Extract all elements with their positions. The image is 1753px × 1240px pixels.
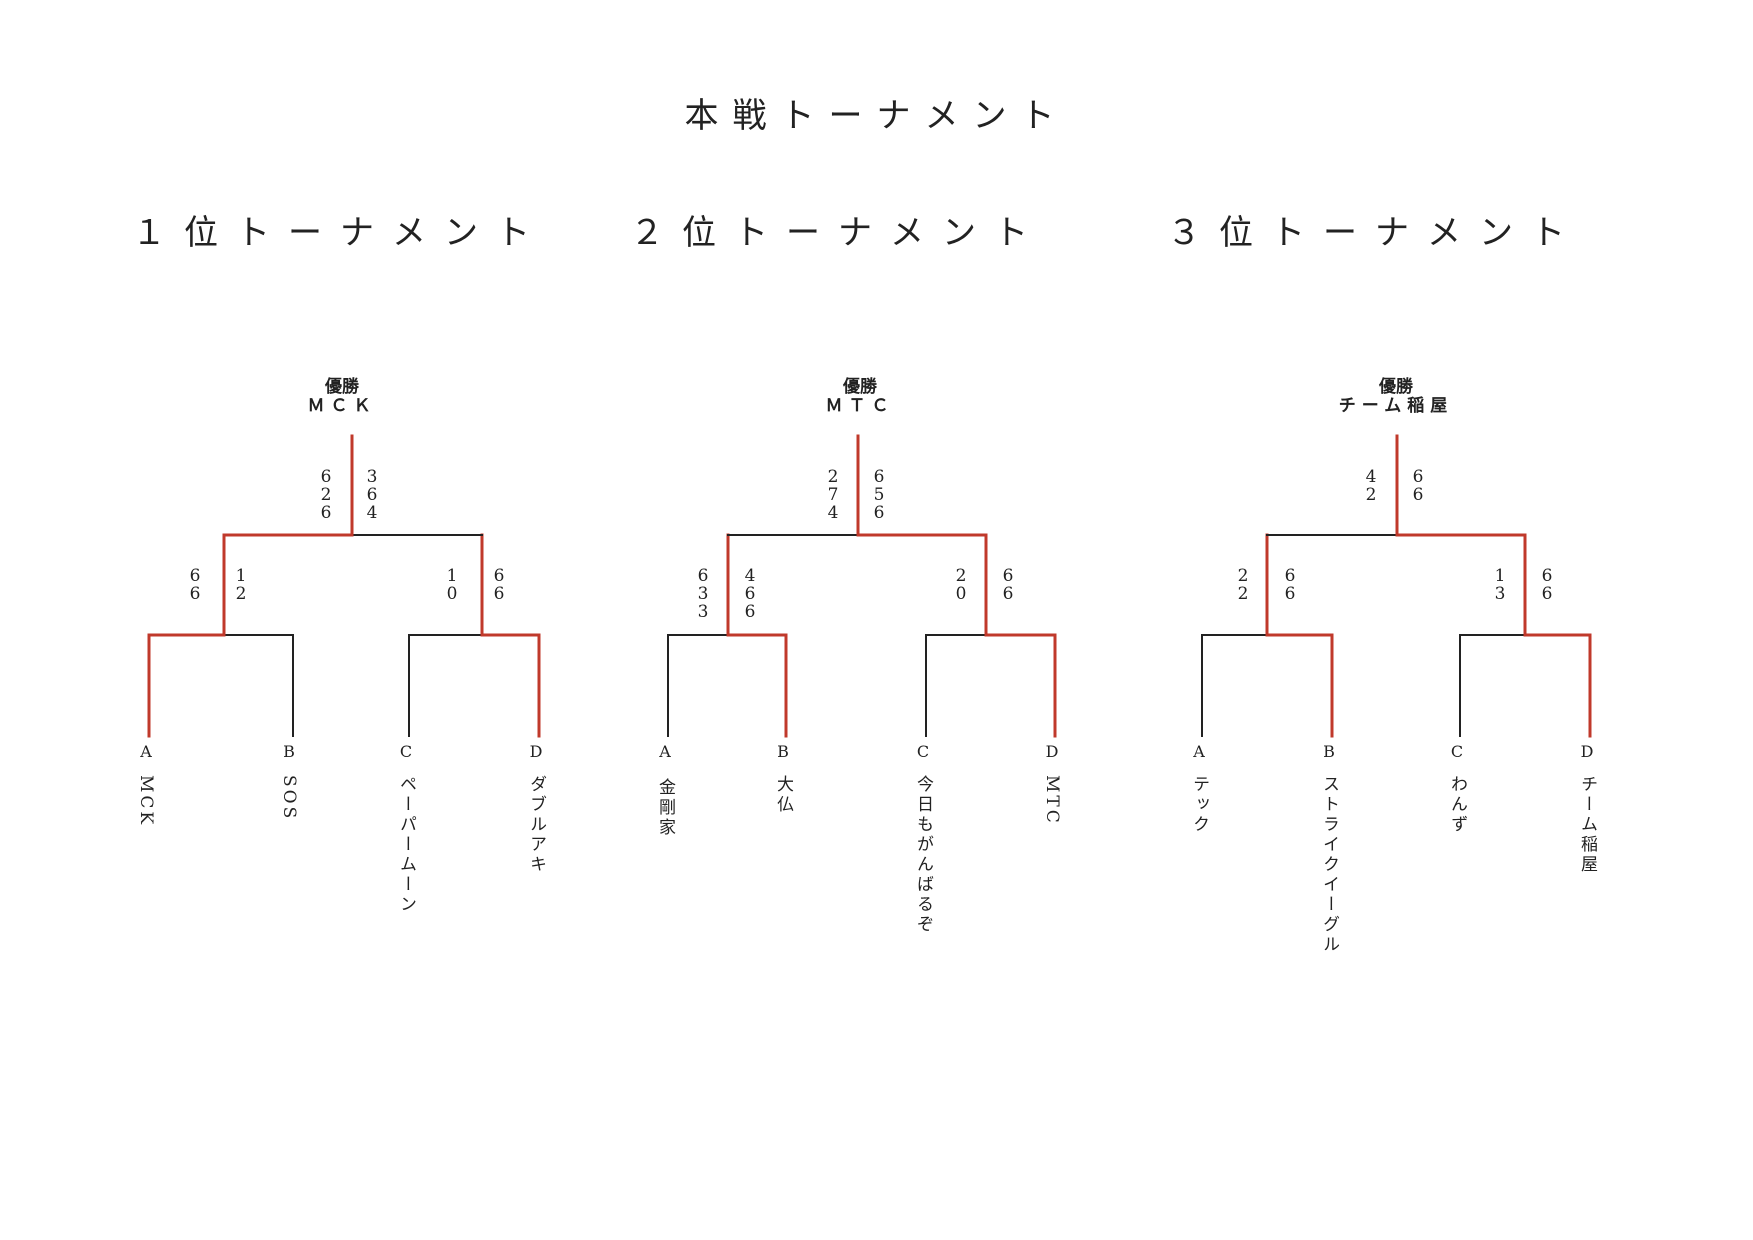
tournament-1-semi-left-score-b: 1 2 <box>235 566 247 604</box>
tournament-1-seed-a: A <box>140 742 152 761</box>
tournament-2-seed-a: A <box>659 742 671 761</box>
tournament-3-seed-d: D <box>1580 742 1594 761</box>
tournament-3-team-c: わんず <box>1447 775 1467 835</box>
tournament-3-seed-b: B <box>1323 742 1335 761</box>
tournament-3-team-a: テック <box>1189 775 1209 835</box>
tournament-3-semi-left-score-a: 2 2 <box>1237 566 1249 604</box>
tournament-2-team-b: 大仏 <box>773 775 793 815</box>
tournament-2-seed-c: C <box>916 742 930 761</box>
tournament-3-seed-a: A <box>1193 742 1205 761</box>
tournament-1-winner-name: ＭＣＫ <box>307 396 377 416</box>
tournament-1-seed-d: D <box>529 742 543 761</box>
tournament-2-semi-right-score-d: 6 6 <box>1002 566 1014 604</box>
tournament-2-title: ２位トーナメント <box>630 213 1046 253</box>
tournament-2-semi-right-score-c: 2 0 <box>955 566 967 604</box>
tournament-2-winner-name: ＭＴＣ <box>825 396 895 416</box>
tournament-3-winner-label: 優勝 <box>1379 377 1413 397</box>
tournament-2-final-score-right: 6 5 6 <box>873 467 885 523</box>
tournament-3-semi-left-score-b: 6 6 <box>1284 566 1296 604</box>
tournament-2-team-c: 今日もがんばるぞ <box>913 775 933 935</box>
tournament-1-team-a: MCK <box>136 775 156 828</box>
tournament-1-semi-right-score-c: 1 0 <box>446 566 458 604</box>
tournament-2-final-score-left: 2 7 4 <box>827 467 839 523</box>
page-title: 本戦トーナメント <box>684 96 1069 136</box>
tournament-3-final-score-right: 6 6 <box>1412 467 1424 505</box>
tournament-2-seed-d: D <box>1045 742 1059 761</box>
tournament-1-team-d: ダブルアキ <box>526 775 546 875</box>
tournament-1-final-score-right: 3 6 4 <box>366 467 378 523</box>
tournament-1-team-b: SOS <box>279 775 299 822</box>
tournament-3-title: ３位トーナメント <box>1167 213 1583 253</box>
tournament-1-team-c: ペーパームーン <box>396 775 416 915</box>
tournament-2-team-d: MTC <box>1042 775 1062 826</box>
tournament-1-seed-c: C <box>399 742 413 761</box>
tournament-1-final-score-left: 6 2 6 <box>320 467 332 523</box>
tournament-3-winner-name: チーム稲屋 <box>1338 396 1454 416</box>
tournament-2-semi-left-score-a: 6 3 3 <box>697 566 709 622</box>
tournament-1-winner-label: 優勝 <box>325 377 359 397</box>
tournament-3-semi-right-score-d: 6 6 <box>1541 566 1553 604</box>
tournament-3-final-score-left: 4 2 <box>1365 467 1377 505</box>
tournament-3-team-b: ストライクイーグル <box>1319 775 1339 955</box>
tournament-3-team-d: チーム稲屋 <box>1577 775 1597 875</box>
tournament-2-seed-b: B <box>777 742 789 761</box>
tournament-1-semi-left-score-a: 6 6 <box>189 566 201 604</box>
tournament-1-seed-b: B <box>283 742 295 761</box>
tournament-2-team-a: 金剛家 <box>655 778 675 838</box>
tournament-2-semi-left-score-b: 4 6 6 <box>744 566 756 622</box>
tournament-3-seed-c: C <box>1450 742 1464 761</box>
tournament-1-title: １位トーナメント <box>132 213 548 253</box>
tournament-2-winner-label: 優勝 <box>843 377 877 397</box>
tournament-1-semi-right-score-d: 6 6 <box>493 566 505 604</box>
tournament-3-semi-right-score-c: 1 3 <box>1494 566 1506 604</box>
